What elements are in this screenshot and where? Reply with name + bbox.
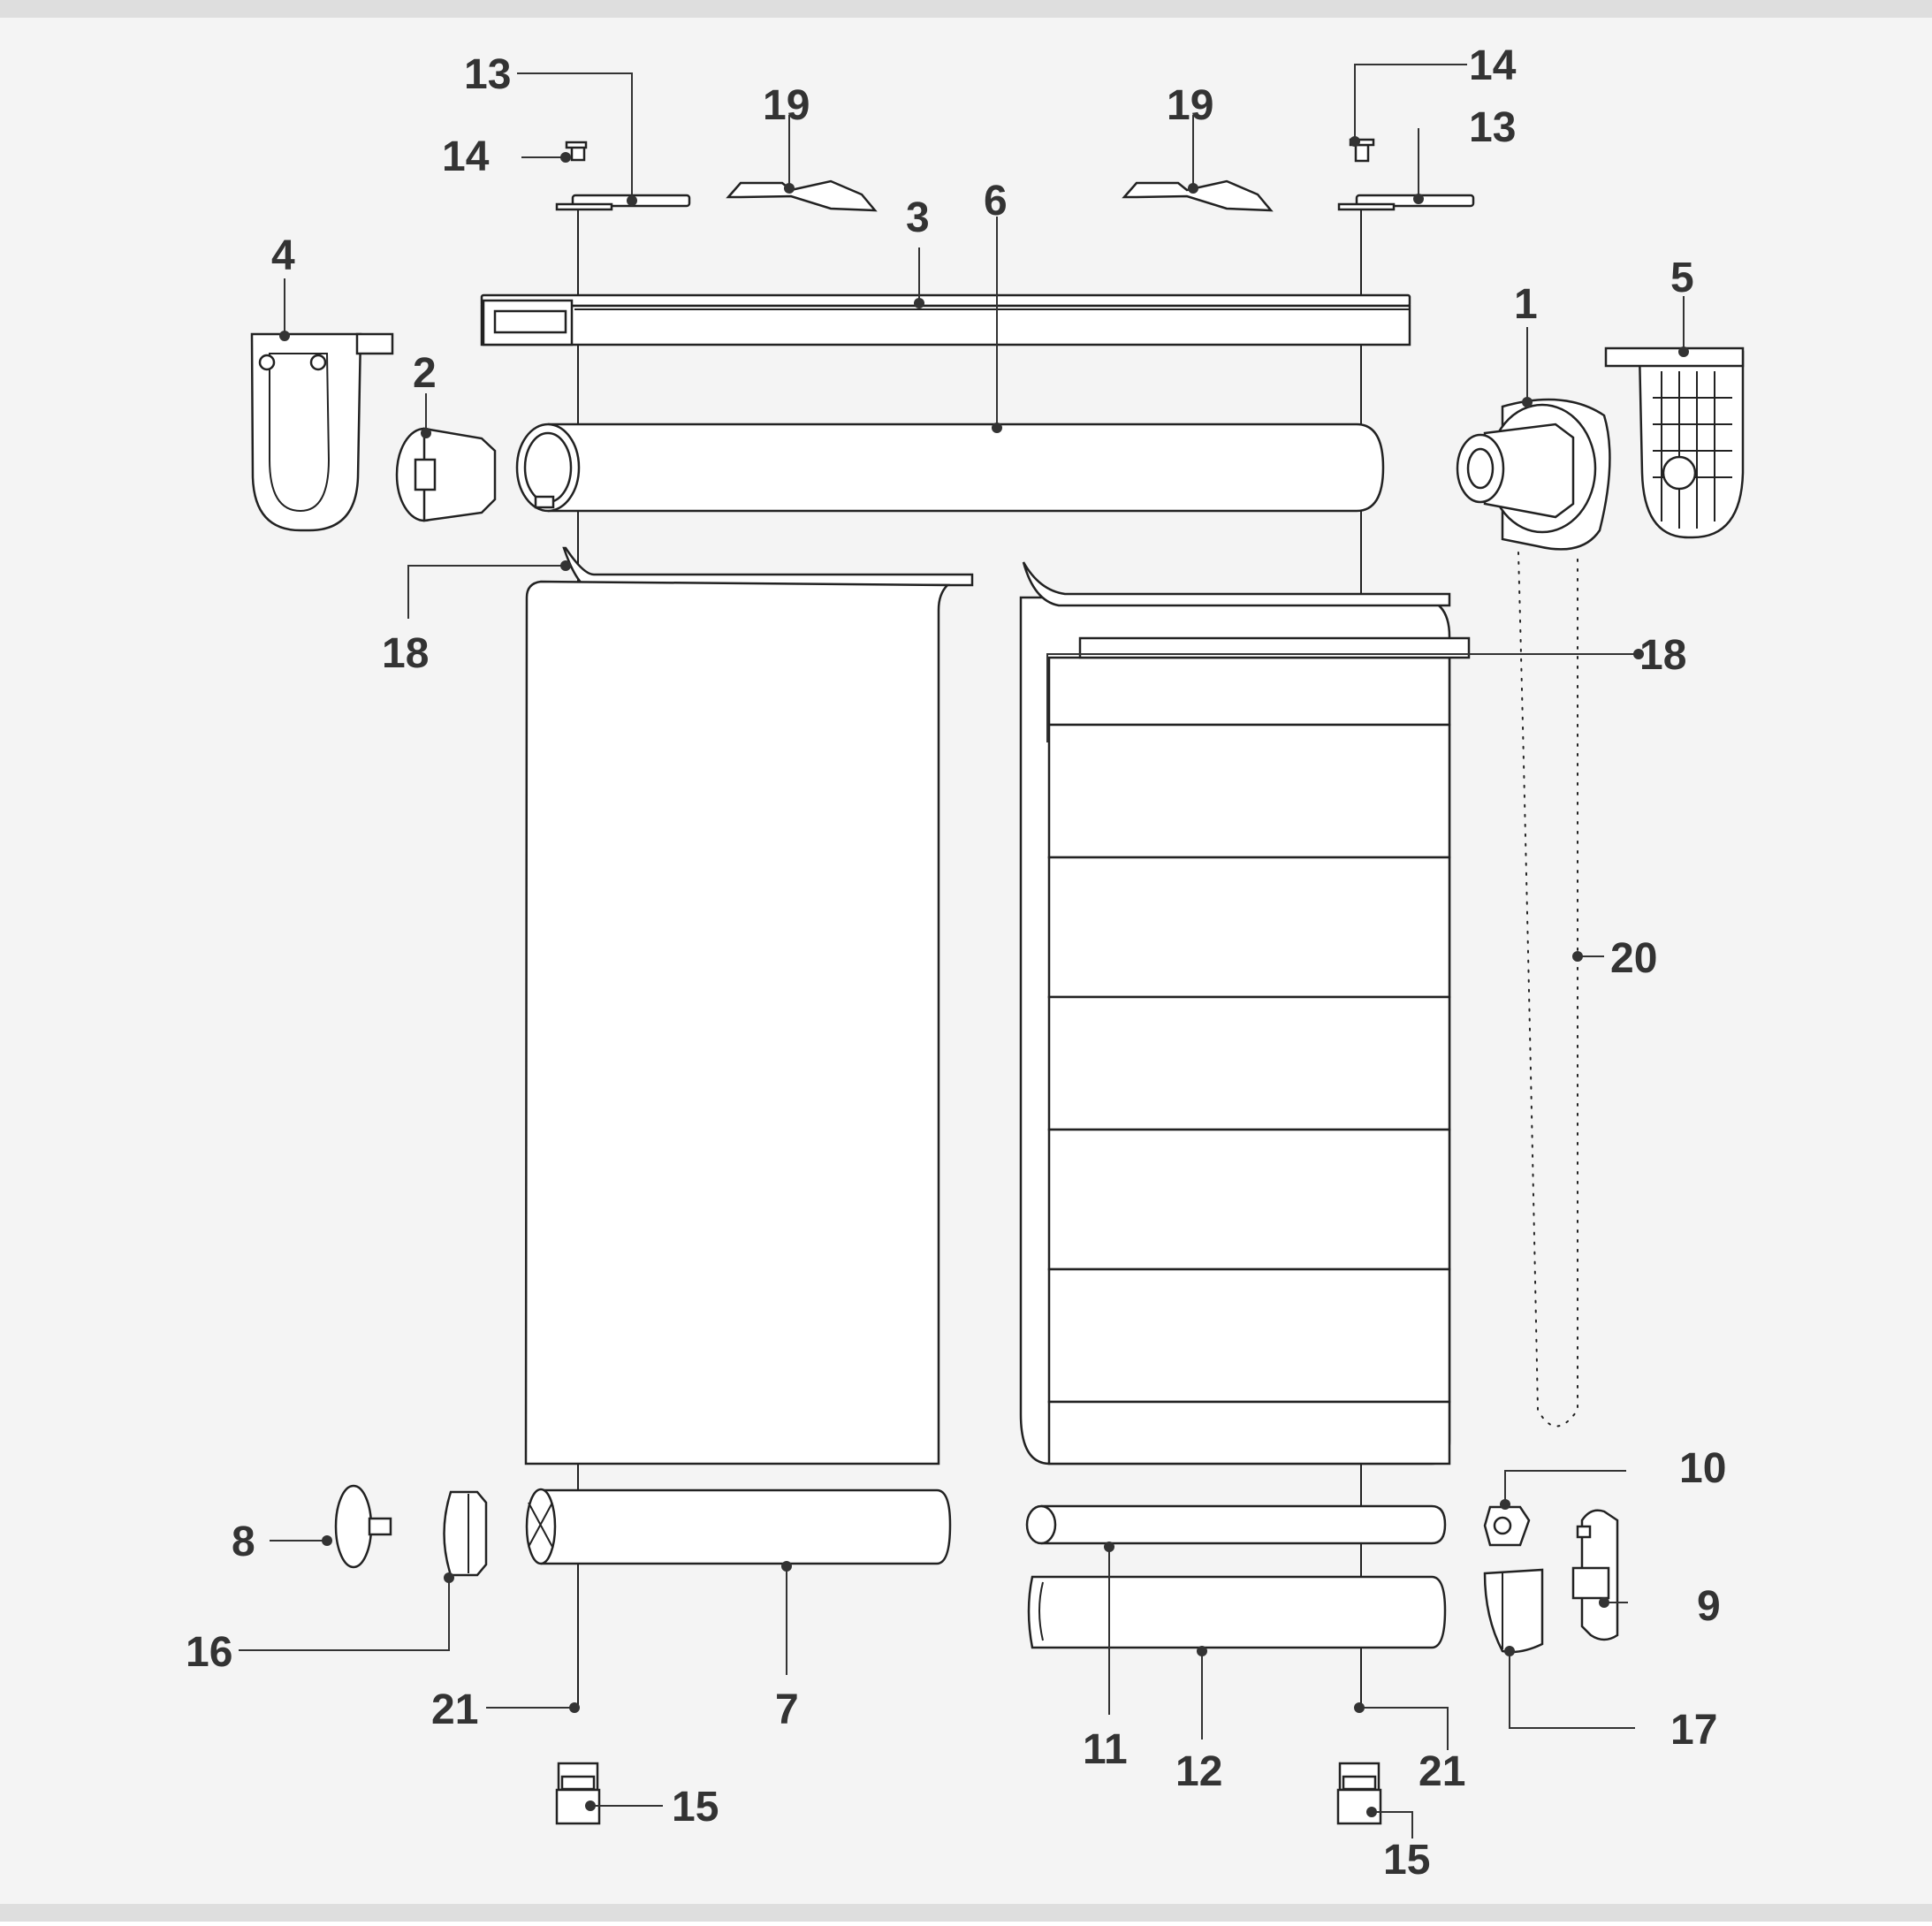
label-18-left: 18 [382,630,429,677]
label-13-left: 13 [464,51,511,98]
bottom-rail-left [525,1488,952,1565]
roller-tube [515,423,1385,513]
label-18-right: 18 [1639,632,1686,679]
fabric-clip-left [726,179,878,212]
label-20: 20 [1610,935,1657,982]
label-14-right: 14 [1469,42,1517,89]
leader-dots [279,136,1689,1817]
label-8: 8 [232,1519,255,1565]
weight-tensioner-left [555,1762,601,1825]
fabric-panel-left [524,546,974,1465]
label-5: 5 [1670,255,1694,301]
screw-left [565,141,588,162]
weight-bar [1025,1504,1447,1545]
label-4: 4 [271,232,295,279]
label-17: 17 [1670,1707,1717,1754]
clutch-mechanism [1456,398,1611,551]
label-13-right: 13 [1469,104,1516,151]
label-6: 6 [984,178,1008,225]
label-14-left: 14 [442,133,490,180]
bottom-end-cap-right [1483,1568,1544,1654]
fabric-panel-right [1019,561,1471,1465]
label-7: 7 [775,1686,799,1733]
label-15-right: 15 [1383,1837,1430,1884]
label-19-left: 19 [763,82,810,129]
label-2: 2 [413,350,437,397]
end-bracket-right [1604,346,1745,539]
fabric-clip-right [1122,179,1274,212]
end-bracket-left [250,332,394,532]
label-21-left: 21 [431,1686,478,1733]
top-fabric-clamp-left [562,546,974,587]
label-11: 11 [1083,1726,1128,1773]
label-10: 10 [1679,1445,1726,1492]
label-9: 9 [1697,1583,1721,1630]
top-fabric-clamp-right [1022,561,1451,607]
part-labels: 13 14 19 19 14 13 3 6 4 2 1 5 18 18 20 1… [186,42,1726,1884]
headrail-cassette [480,293,1411,346]
weight-tensioner-right [1336,1762,1382,1825]
label-3: 3 [906,194,930,241]
end-cap [334,1484,392,1569]
label-16: 16 [186,1629,232,1676]
bottom-rail-right [1027,1575,1447,1649]
idler-end-plug [395,427,497,522]
chain-connector [1571,1509,1619,1641]
label-19-right: 19 [1167,82,1213,129]
leader-lines [239,64,1685,1838]
label-1: 1 [1514,281,1538,328]
label-21-right: 21 [1419,1748,1465,1795]
bottom-end-cap-left [443,1490,488,1577]
label-15-left: 15 [672,1784,719,1831]
weight-bar-end-cap [1483,1505,1531,1547]
label-12: 12 [1175,1748,1222,1795]
